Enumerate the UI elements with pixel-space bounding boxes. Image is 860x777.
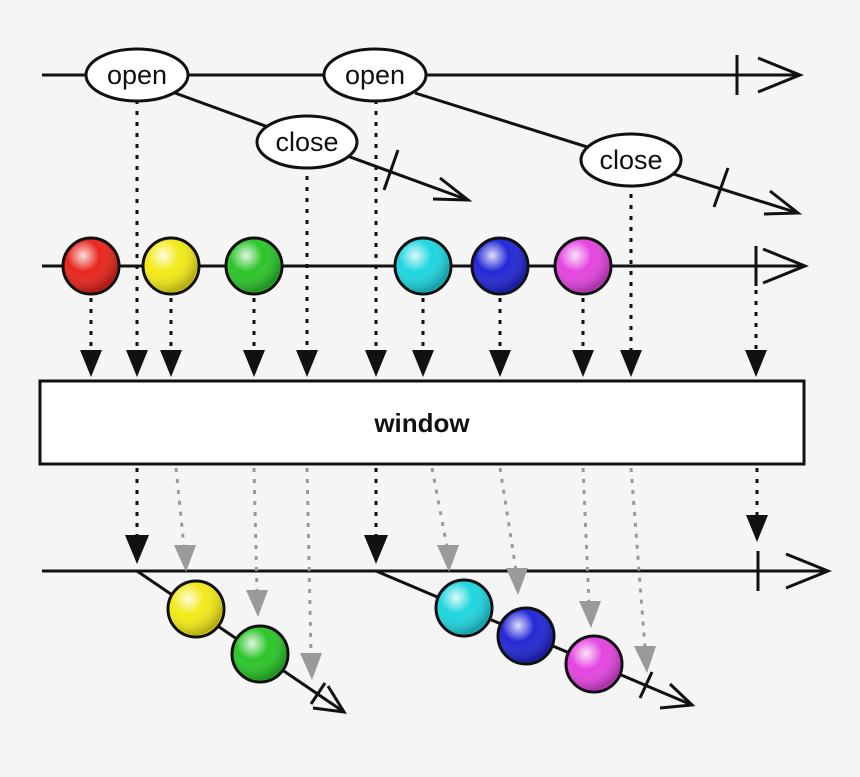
open-event-1: open [84,47,190,103]
event-drop-lines [135,100,633,352]
source-drop-lines [89,290,758,352]
open-label-2: open [345,60,405,90]
window-2-marbles [434,578,624,694]
input-arrowheads [80,350,767,377]
operator-box: window [38,379,806,466]
window-2-marble-magenta [564,634,624,694]
source-marble-cyan [393,236,453,296]
window-2-marble-blue [496,606,556,666]
source-marble-red [61,236,121,296]
open-label-1: open [107,60,167,90]
source-marbles [61,236,613,296]
source-marble-blue [470,236,530,296]
output-timeline [42,551,832,591]
source-marble-green [224,236,284,296]
close-event-2: close [579,132,683,188]
output-arrowheads-black [125,515,768,564]
operator-label: window [373,408,470,438]
close-label-1: close [275,127,338,157]
close-label-2: close [599,145,662,175]
source-marble-magenta [553,236,613,296]
output-drop-lines-black [135,468,759,537]
output-arrowheads-grey [174,545,656,680]
window-1-marble-yellow [166,579,226,639]
window-2-marble-cyan [434,578,494,638]
window-1-marbles [166,579,290,684]
source-marble-yellow [141,236,201,296]
open-event-2: open [322,47,428,103]
output-drop-lines-grey [174,467,647,656]
close-event-1: close [255,114,359,170]
window-1-marble-green [230,624,290,684]
